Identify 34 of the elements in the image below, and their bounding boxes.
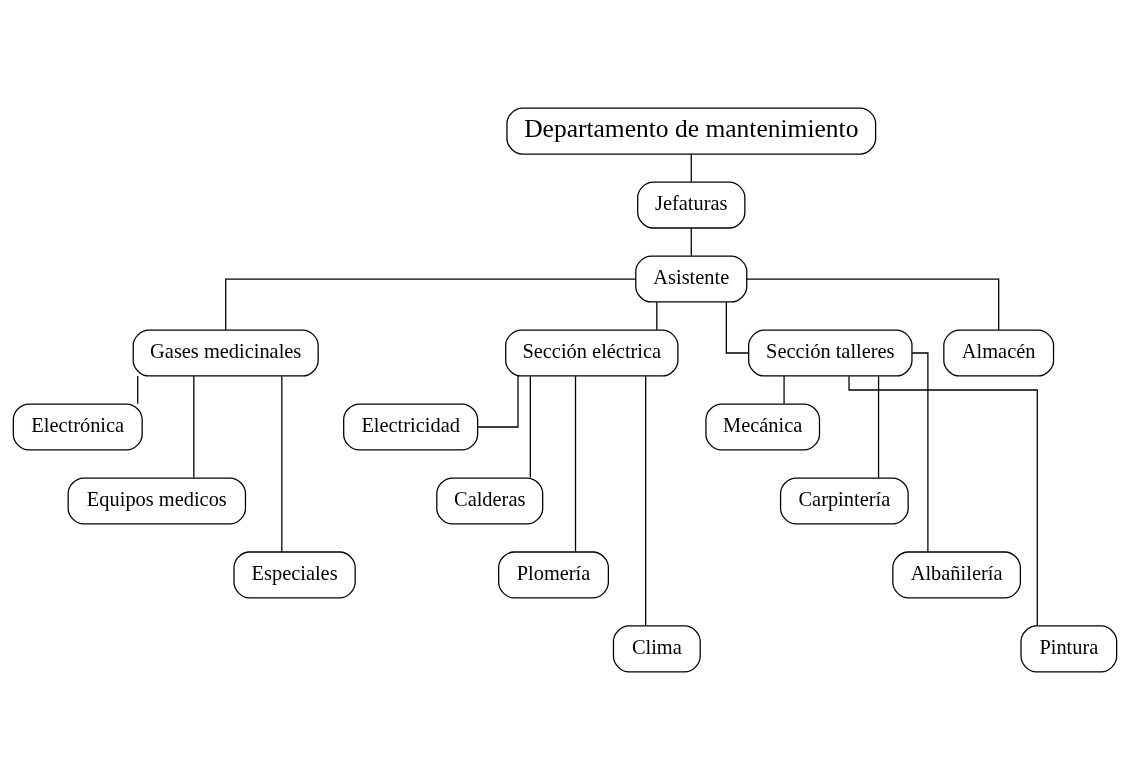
connector: [656, 300, 658, 330]
node-box: Sección eléctrica: [505, 328, 679, 377]
connector: [911, 351, 929, 552]
node-box: Gases medicinales: [132, 328, 319, 377]
connector: [690, 152, 692, 182]
node-box: Carpintería: [779, 476, 909, 525]
connector: [137, 374, 139, 404]
connector: [690, 226, 692, 256]
node-box: Electrónica: [12, 402, 143, 451]
node-box: Sección talleres: [748, 328, 913, 377]
node-box: Electricidad: [343, 402, 479, 451]
node-box: Mecánica: [705, 402, 821, 451]
node-box: Jefaturas: [637, 180, 746, 229]
connector: [746, 277, 1000, 331]
connector: [877, 375, 880, 478]
node-box: Almacén: [943, 328, 1055, 377]
node-box: Calderas: [436, 476, 544, 525]
node-box: Equipos medicos: [67, 476, 247, 525]
node-box: Albañilería: [892, 550, 1021, 599]
connector: [477, 374, 519, 428]
node-box: Pintura: [1020, 624, 1118, 673]
connector: [645, 375, 647, 626]
node-box: Plomería: [498, 550, 609, 599]
connector: [574, 375, 577, 553]
node-box: Clima: [612, 624, 701, 673]
node-box: Departamento de mantenimiento: [506, 106, 877, 155]
node-box: Asistente: [635, 254, 748, 303]
connector: [783, 374, 785, 404]
connector: [193, 375, 195, 478]
connector: [225, 277, 637, 331]
connector: [281, 375, 283, 553]
connector: [529, 375, 531, 478]
connector: [725, 300, 750, 354]
node-box: Especiales: [233, 550, 356, 599]
